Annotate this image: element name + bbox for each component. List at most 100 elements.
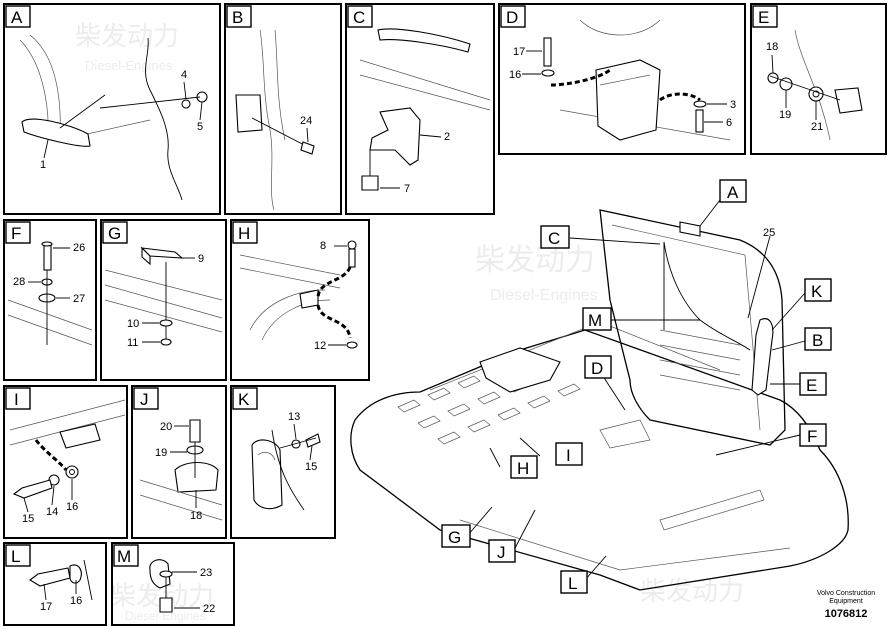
panel-m: M 23 22: [111, 542, 235, 626]
main-tag-b: [804, 327, 832, 351]
panel-tag-g: [102, 221, 128, 244]
svg-text:D: D: [591, 359, 603, 378]
svg-text:F: F: [11, 224, 21, 243]
svg-text:19: 19: [155, 447, 167, 459]
svg-text:E: E: [758, 8, 769, 27]
panel-e: E 18 19 21: [750, 3, 887, 155]
panel-i: I 15 14 16: [3, 385, 128, 539]
svg-text:L: L: [11, 547, 20, 566]
company-name-line2: Equipment: [829, 598, 863, 605]
panel-d: D 17 16 3 6: [498, 3, 746, 155]
svg-text:J: J: [497, 543, 506, 562]
svg-text:15: 15: [305, 461, 317, 473]
svg-text:2: 2: [444, 131, 450, 143]
panel-a: A 4 5 1: [3, 3, 221, 215]
svg-text:21: 21: [811, 121, 823, 133]
svg-text:25: 25: [763, 227, 775, 239]
svg-text:K: K: [238, 390, 250, 409]
panel-tag-b: [226, 5, 252, 28]
svg-text:I: I: [14, 390, 19, 409]
main-tag-d: [584, 355, 612, 379]
svg-text:18: 18: [190, 510, 202, 522]
svg-text:27: 27: [73, 293, 85, 305]
svg-text:M: M: [588, 311, 602, 330]
svg-text:18: 18: [766, 41, 778, 53]
panel-f: F 26 28 27: [3, 219, 97, 381]
panel-j: J 20 19 18: [131, 385, 227, 539]
svg-text:11: 11: [127, 337, 138, 349]
svg-text:23: 23: [200, 567, 212, 579]
panel-tag-a: [5, 5, 31, 28]
svg-text:A: A: [11, 8, 23, 27]
company-name-line1: Volvo Construction: [816, 590, 876, 597]
svg-text:8: 8: [320, 240, 326, 252]
svg-text:D: D: [506, 8, 518, 27]
panel-tag-k: [232, 387, 258, 410]
panel-tag-l: [5, 544, 31, 567]
main-tag-h: [510, 455, 538, 479]
main-tag-j: [488, 539, 516, 563]
svg-text:H: H: [238, 224, 250, 243]
main-tag-k: [804, 278, 832, 302]
main-tag-l: [560, 570, 588, 594]
svg-text:1: 1: [40, 159, 46, 171]
svg-text:Diesel-Engines: Diesel-Engines: [125, 609, 206, 623]
svg-text:M: M: [117, 547, 131, 566]
svg-text:Diesel-Engines: Diesel-Engines: [85, 58, 173, 73]
main-tag-e: [799, 372, 827, 396]
svg-text:5: 5: [197, 121, 203, 133]
svg-text:22: 22: [203, 603, 215, 615]
svg-text:26: 26: [73, 242, 85, 254]
svg-text:16: 16: [509, 69, 521, 81]
svg-text:H: H: [517, 459, 529, 478]
svg-text:L: L: [568, 574, 577, 593]
svg-text:E: E: [806, 376, 817, 395]
svg-text:10: 10: [127, 318, 139, 330]
svg-text:I: I: [566, 446, 571, 465]
main-tag-f: [799, 423, 827, 447]
svg-text:17: 17: [513, 46, 525, 58]
panel-tag-d: [500, 5, 526, 28]
main-tag-i: [555, 442, 583, 466]
svg-text:12: 12: [314, 340, 326, 352]
svg-text:G: G: [108, 224, 121, 243]
panel-h: H 8 12: [230, 219, 370, 381]
svg-text:B: B: [812, 331, 823, 350]
svg-text:17: 17: [40, 601, 52, 613]
svg-text:16: 16: [66, 501, 78, 513]
svg-text:B: B: [232, 8, 243, 27]
svg-text:6: 6: [726, 117, 732, 129]
main-tag-m: [582, 307, 612, 331]
svg-text:柴发动力: 柴发动力: [640, 576, 744, 606]
svg-text:15: 15: [22, 513, 34, 525]
panel-g: G 9 10 11: [100, 219, 227, 381]
panel-tag-h: [232, 221, 258, 244]
svg-text:Diesel-Engines: Diesel-Engines: [490, 287, 598, 304]
svg-text:19: 19: [779, 109, 791, 121]
panel-tag-c: [347, 5, 373, 28]
svg-text:G: G: [448, 528, 461, 547]
main-tag-a: [719, 179, 747, 203]
panel-c: C 2 7: [345, 3, 495, 215]
svg-text:20: 20: [160, 421, 172, 433]
panel-l: L 17 16: [3, 542, 107, 626]
panel-tag-j: [133, 387, 159, 410]
svg-text:C: C: [353, 8, 365, 27]
svg-text:9: 9: [198, 253, 204, 265]
svg-text:28: 28: [13, 276, 25, 288]
svg-text:16: 16: [70, 595, 82, 607]
svg-text:A: A: [727, 183, 739, 202]
svg-text:7: 7: [404, 183, 410, 195]
panel-tag-e: [752, 5, 778, 28]
svg-text:K: K: [811, 282, 823, 301]
drawing-number: 1076812: [824, 608, 868, 620]
panel-b: B 24: [224, 3, 342, 215]
svg-text:C: C: [548, 229, 560, 248]
svg-text:柴发动力: 柴发动力: [475, 244, 595, 277]
main-tag-g: [441, 524, 471, 548]
svg-text:24: 24: [300, 115, 312, 127]
main-tag-c: [540, 225, 570, 249]
svg-text:3: 3: [730, 99, 736, 111]
panel-tag-m: [113, 544, 139, 567]
